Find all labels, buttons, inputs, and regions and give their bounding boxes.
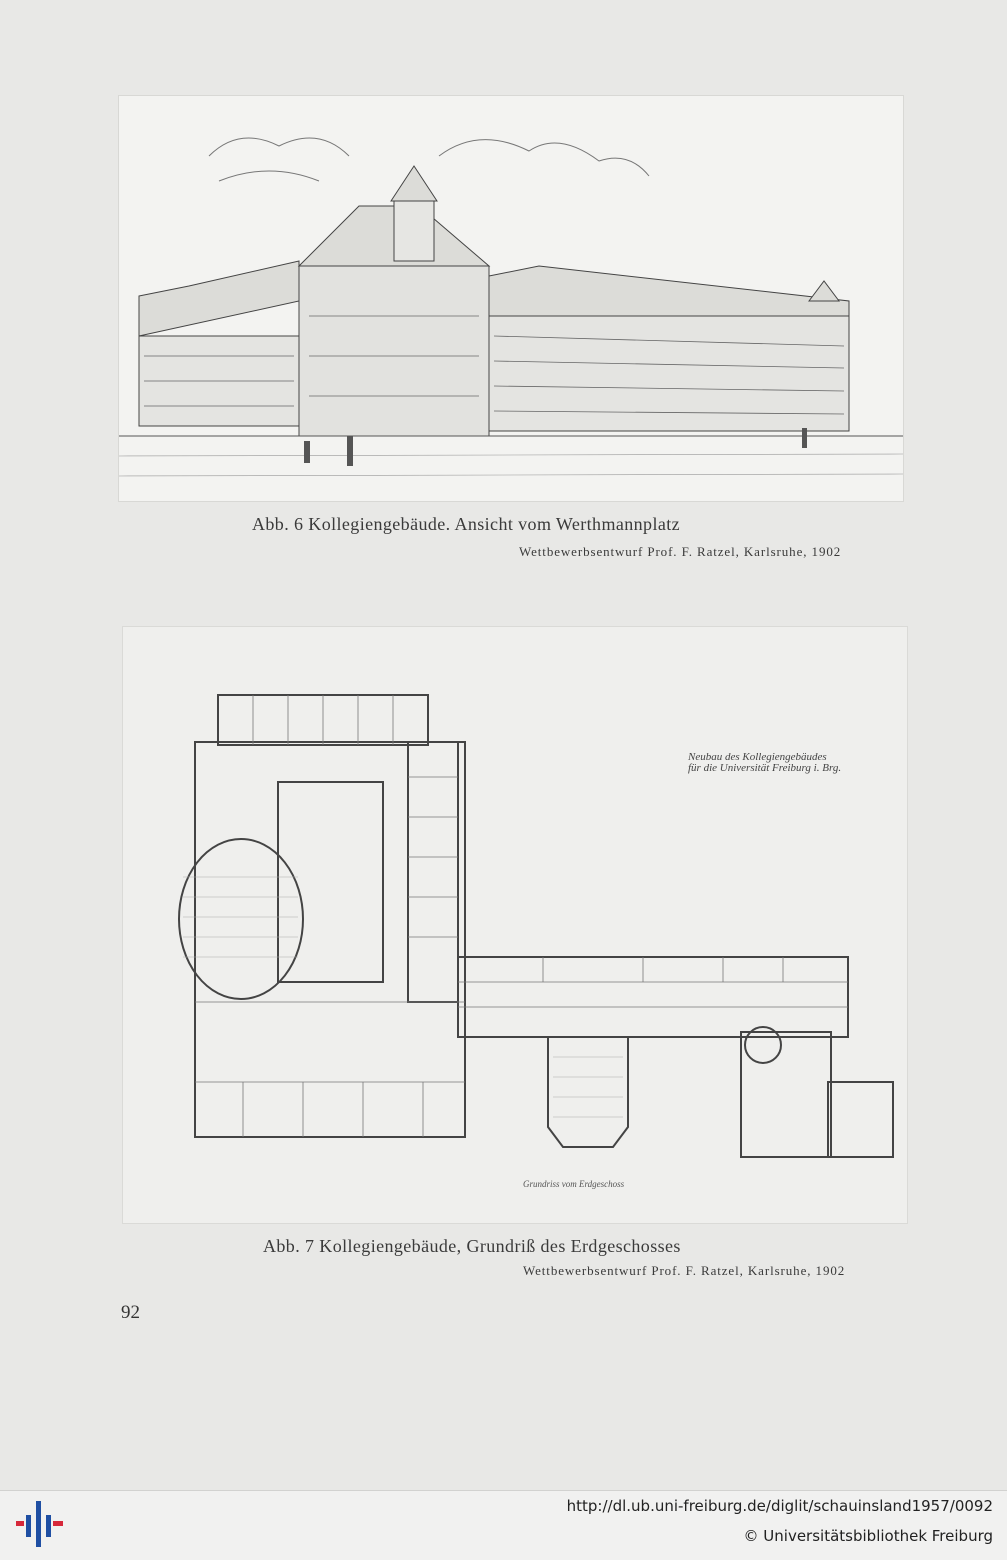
floor-plan-figure: Neubau des Kollegiengebäudes für die Uni… — [122, 626, 908, 1224]
plan-title-line2: für die Universität Freiburg i. Brg. — [688, 762, 842, 774]
copyright-notice: © Universitätsbibliothek Freiburg — [743, 1527, 993, 1545]
building-drawing-figure — [118, 95, 904, 502]
figure1-credit: Wettbewerbsentwurf Prof. F. Ratzel, Karl… — [519, 544, 842, 559]
figure2-caption: Abb. 7 Kollegiengebäude, Grundriß des Er… — [263, 1236, 681, 1256]
document-page: Abb. 6 Kollegiengebäude. Ansicht vom Wer… — [118, 95, 908, 1323]
source-url-link[interactable]: http://dl.ub.uni-freiburg.de/diglit/scha… — [566, 1497, 993, 1515]
plan-title: Neubau des Kollegiengebäudes für die Uni… — [688, 752, 841, 774]
figure1-caption: Abb. 6 Kollegiengebäude. Ansicht vom Wer… — [252, 514, 681, 534]
building-drawing-icon — [119, 137, 903, 477]
floor-plan-icon — [178, 694, 894, 1158]
page-number: 92 — [121, 1302, 140, 1323]
footer-bar: http://dl.ub.uni-freiburg.de/diglit/scha… — [0, 1490, 1007, 1560]
figure2-credit: Wettbewerbsentwurf Prof. F. Ratzel, Karl… — [523, 1263, 846, 1278]
ub-freiburg-logo-icon — [16, 1501, 63, 1547]
plan-title-line1: Neubau des Kollegiengebäudes — [688, 751, 827, 763]
plan-footer: Grundriss vom Erdgeschoss — [523, 1179, 625, 1189]
